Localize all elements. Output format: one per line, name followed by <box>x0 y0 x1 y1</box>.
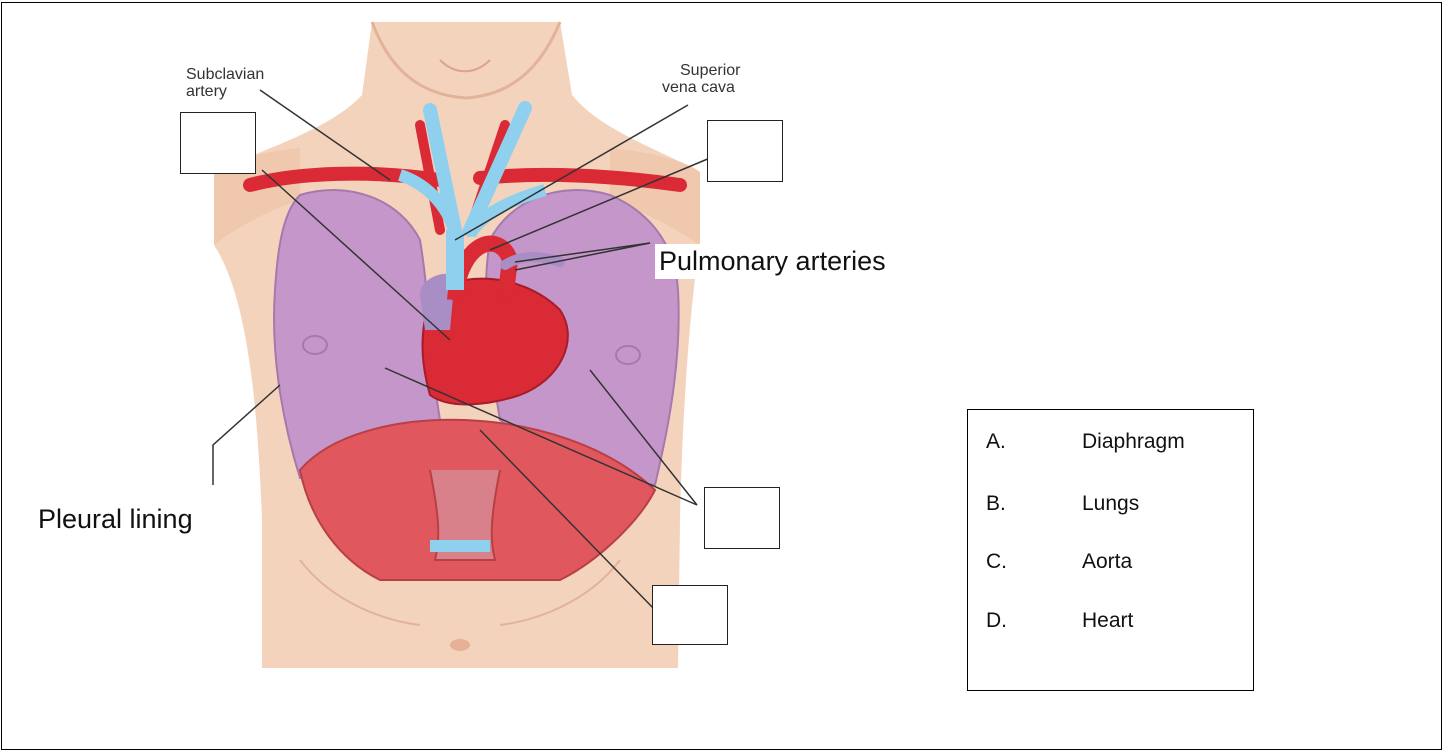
key-term: Aorta <box>1082 550 1132 573</box>
key-item-b: B.Lungs <box>986 492 1139 516</box>
pulmonary-arteries-label: Pulmonary arteries <box>655 244 890 279</box>
subclavian-label-line1: Subclavian <box>186 66 264 84</box>
key-item-a: A.Diaphragm <box>986 430 1185 454</box>
answer-box-3[interactable] <box>704 487 780 549</box>
answer-box-4[interactable] <box>652 585 728 645</box>
subclavian-label-line2: artery <box>186 83 227 101</box>
key-letter: C. <box>986 550 1082 574</box>
key-item-d: D.Heart <box>986 609 1133 633</box>
key-term: Diaphragm <box>1082 430 1185 453</box>
pleural-lining-label: Pleural lining <box>38 504 193 535</box>
key-letter: D. <box>986 609 1082 633</box>
svc-label-line2: vena cava <box>662 79 735 97</box>
key-letter: A. <box>986 430 1082 454</box>
key-term: Lungs <box>1082 492 1139 515</box>
answer-key: A.Diaphragm B.Lungs C.Aorta D.Heart <box>967 409 1254 691</box>
key-term: Heart <box>1082 609 1133 632</box>
answer-box-1[interactable] <box>180 112 256 174</box>
svc-label-line1: Superior <box>680 62 740 80</box>
key-item-c: C.Aorta <box>986 550 1132 574</box>
answer-box-2[interactable] <box>707 120 783 182</box>
key-letter: B. <box>986 492 1082 516</box>
